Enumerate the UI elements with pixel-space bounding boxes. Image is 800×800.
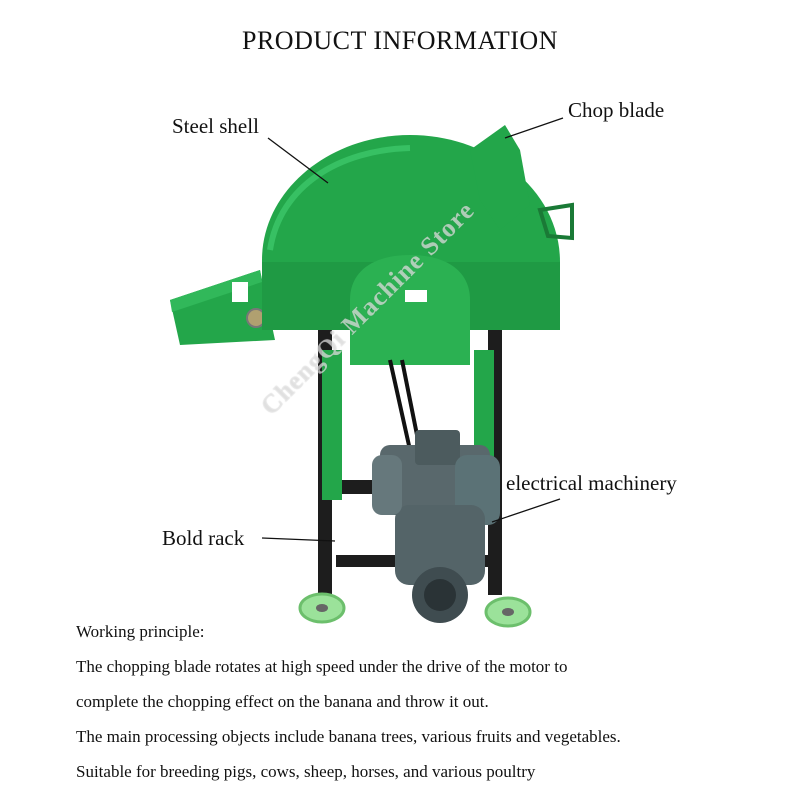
- description-block: Working principle: The chopping blade ro…: [76, 614, 776, 789]
- callout-leaders: [261, 117, 564, 542]
- electric-motor: [372, 430, 500, 623]
- chop-blade-label: Chop blade: [568, 98, 665, 122]
- wheels: [298, 592, 532, 628]
- electrical-machinery-label: electrical machinery: [506, 471, 677, 495]
- bold-rack-label: Bold rack: [162, 526, 245, 550]
- chop-blade-outlet: [470, 125, 574, 241]
- steel-shell-label: Steel shell: [172, 114, 259, 138]
- description-line: The main processing objects include bana…: [76, 727, 621, 746]
- description-heading: Working principle:: [76, 622, 205, 641]
- machine-illustration: [170, 117, 574, 628]
- description-line: Suitable for breeding pigs, cows, sheep,…: [76, 762, 536, 781]
- pulley-cover: [350, 255, 470, 365]
- page-title: PRODUCT INFORMATION: [241, 26, 558, 55]
- description-line: The chopping blade rotates at high speed…: [76, 657, 568, 676]
- description-line: complete the chopping effect on the bana…: [76, 692, 489, 711]
- infeed-chute: [170, 270, 275, 345]
